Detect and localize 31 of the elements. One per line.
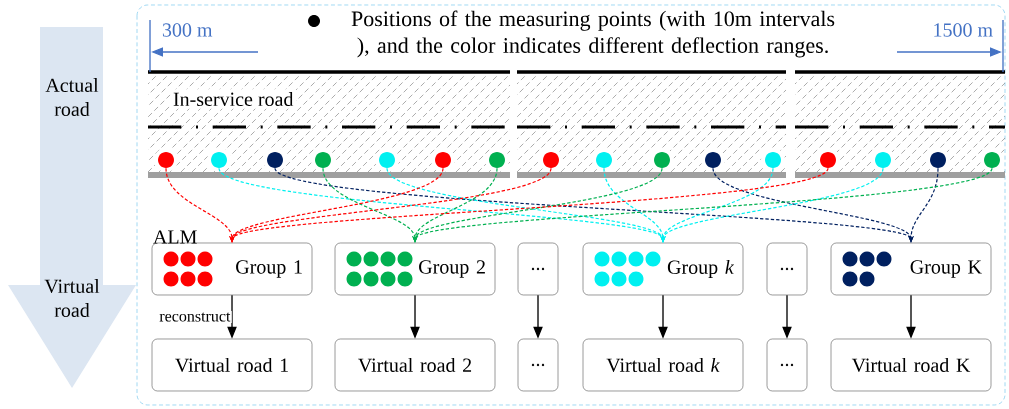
measuring-point (820, 152, 836, 168)
process-box: Virtual road 2 (334, 338, 496, 392)
measuring-point (315, 152, 331, 168)
measuring-point (875, 152, 891, 168)
measuring-point (596, 152, 612, 168)
measuring-point (543, 152, 559, 168)
process-box: ... (517, 242, 559, 296)
dimension-label: 300 m (162, 23, 213, 37)
measuring-point (158, 152, 174, 168)
edge-label: reconstruct (158, 311, 232, 323)
measuring-point (765, 152, 781, 168)
road-label: In-service road (170, 89, 297, 109)
dimension-label: 1500 m (934, 23, 993, 37)
legend-text: Positions of the measuring points (with 10m intervals ), and the color indicates different deflection ranges. (351, 10, 835, 58)
process-box: Virtual road 1 (151, 338, 313, 392)
group-label: ALM (153, 230, 197, 244)
process-box: Virtual road k (582, 338, 744, 392)
process-box: ... (766, 338, 808, 392)
measuring-point (705, 152, 721, 168)
measuring-point (654, 152, 670, 168)
group-box: Group K (830, 242, 992, 296)
measuring-point (435, 152, 451, 168)
measuring-point (984, 152, 1000, 168)
measuring-point (930, 152, 946, 168)
measuring-point (211, 152, 227, 168)
measuring-point (489, 152, 505, 168)
process-box: ... (517, 338, 559, 392)
process-box: ... (766, 242, 808, 296)
measuring-point (379, 152, 395, 168)
process-box: Virtual road K (830, 338, 992, 392)
measuring-point (267, 152, 283, 168)
